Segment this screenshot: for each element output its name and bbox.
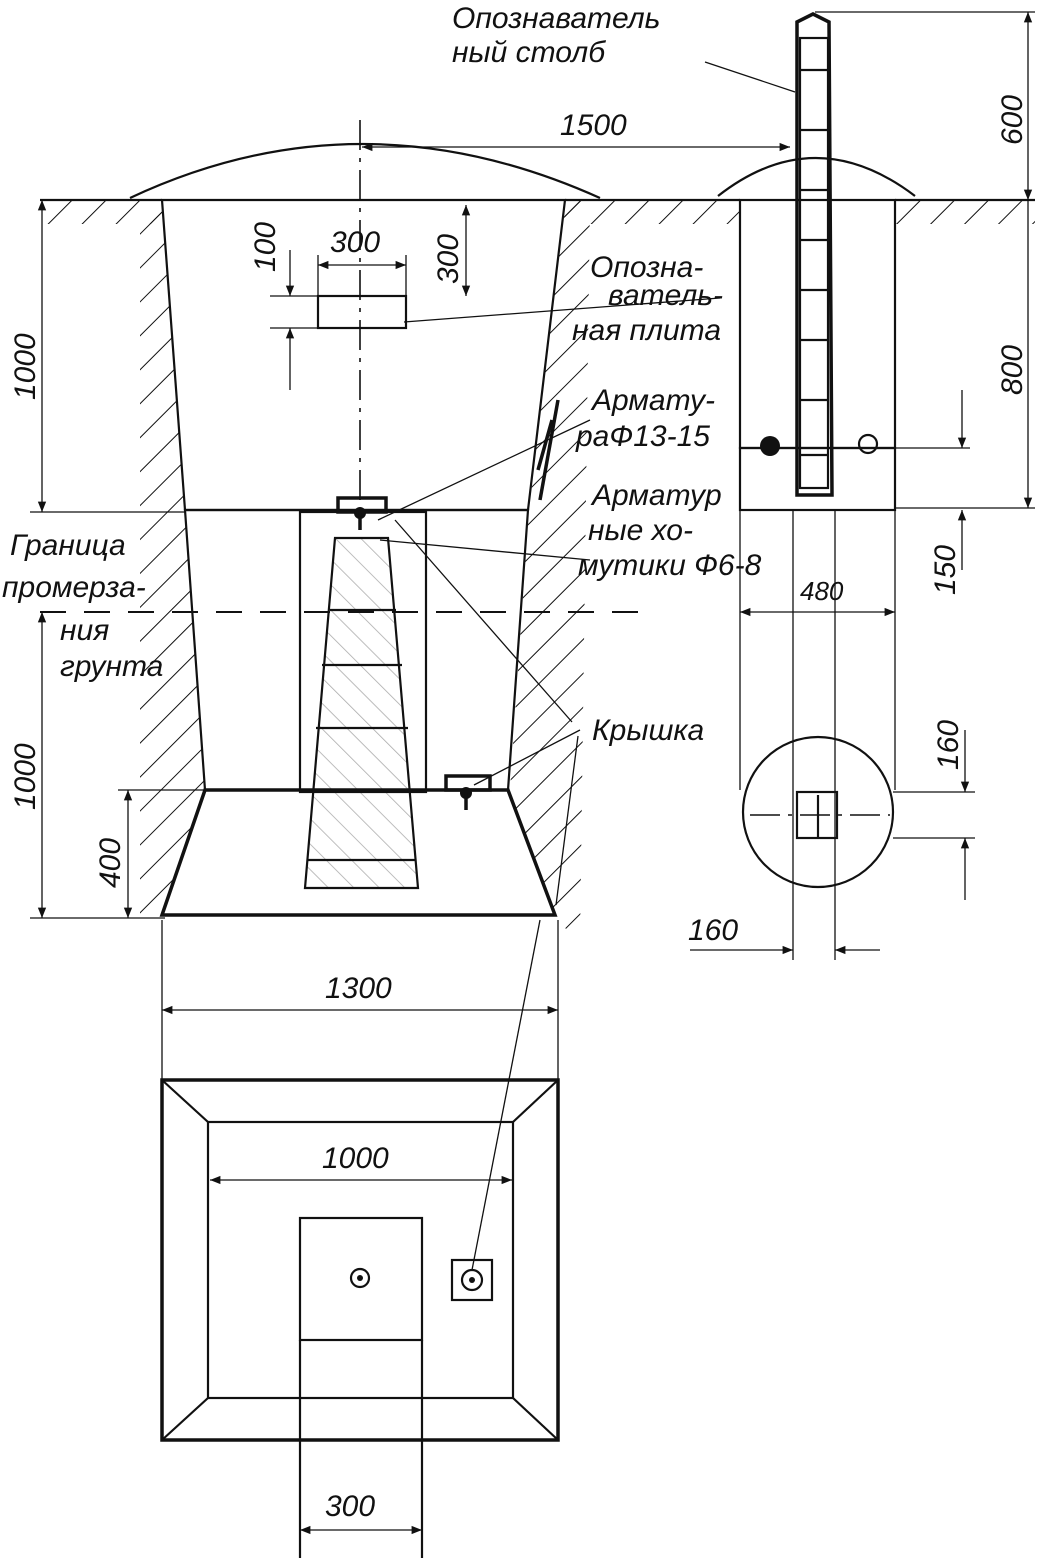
dim-1000-plan: 1000 [322, 1142, 389, 1175]
dim-800: 800 [996, 345, 1029, 395]
label-clamps-3: мутики Ф6-8 [578, 549, 762, 582]
plan-view: 1000 300 [160, 919, 560, 1558]
marker-post [795, 12, 834, 497]
label-marker-post-1: Опознаватель [452, 2, 660, 35]
dim-300-plate-height: 300 [432, 234, 465, 284]
post-cross-section [741, 735, 895, 889]
plan-cover [450, 1258, 494, 1302]
dim-160-vertical: 160 [932, 720, 965, 770]
label-cover: Крышка [592, 714, 704, 747]
dim-1000-top: 1000 [9, 333, 42, 400]
dim-400: 400 [94, 838, 127, 888]
marker-post-section: 600 800 150 480 160 160 Опознаватель ный… [452, 2, 1035, 960]
label-frost-2: промерза- [2, 571, 146, 604]
label-rebar-2: раФ13-15 [575, 420, 710, 453]
label-marker-plate-2: ватель- [608, 279, 723, 312]
label-marker-plate-1: Опозна- [590, 251, 703, 284]
dim-1300: 1300 [325, 972, 392, 1005]
dim-160-horizontal: 160 [688, 914, 738, 947]
label-frost-1: Граница [10, 529, 126, 562]
dim-1500: 1500 [560, 109, 627, 142]
dim-300-plate-width: 300 [330, 226, 380, 259]
dim-1000-bottom: 1000 [9, 743, 42, 810]
label-clamps-2: ные хо- [588, 514, 693, 547]
dim-150: 150 [929, 545, 962, 595]
dim-480: 480 [800, 576, 844, 606]
ground-surface [40, 198, 740, 940]
leader-lines [377, 297, 721, 906]
main-dimensions: 1500 300 300 100 1000 1000 400 1300 [9, 109, 790, 1080]
label-frost-3: ния [60, 614, 109, 647]
label-clamps-1: Арматур [590, 479, 722, 512]
marker-plate [316, 294, 408, 330]
label-marker-plate-3: ная плита [572, 314, 721, 347]
dim-100: 100 [249, 222, 282, 272]
sand-mound [129, 143, 601, 200]
dim-600: 600 [996, 95, 1029, 145]
label-frost-4: грунта [60, 650, 163, 683]
label-rebar-1: Армату- [590, 384, 715, 417]
dim-300-plan: 300 [325, 1490, 375, 1523]
label-marker-post-2: ный столб [452, 36, 606, 69]
main-labels: Опозна- ватель- ная плита Армату- раФ13-… [2, 251, 762, 747]
